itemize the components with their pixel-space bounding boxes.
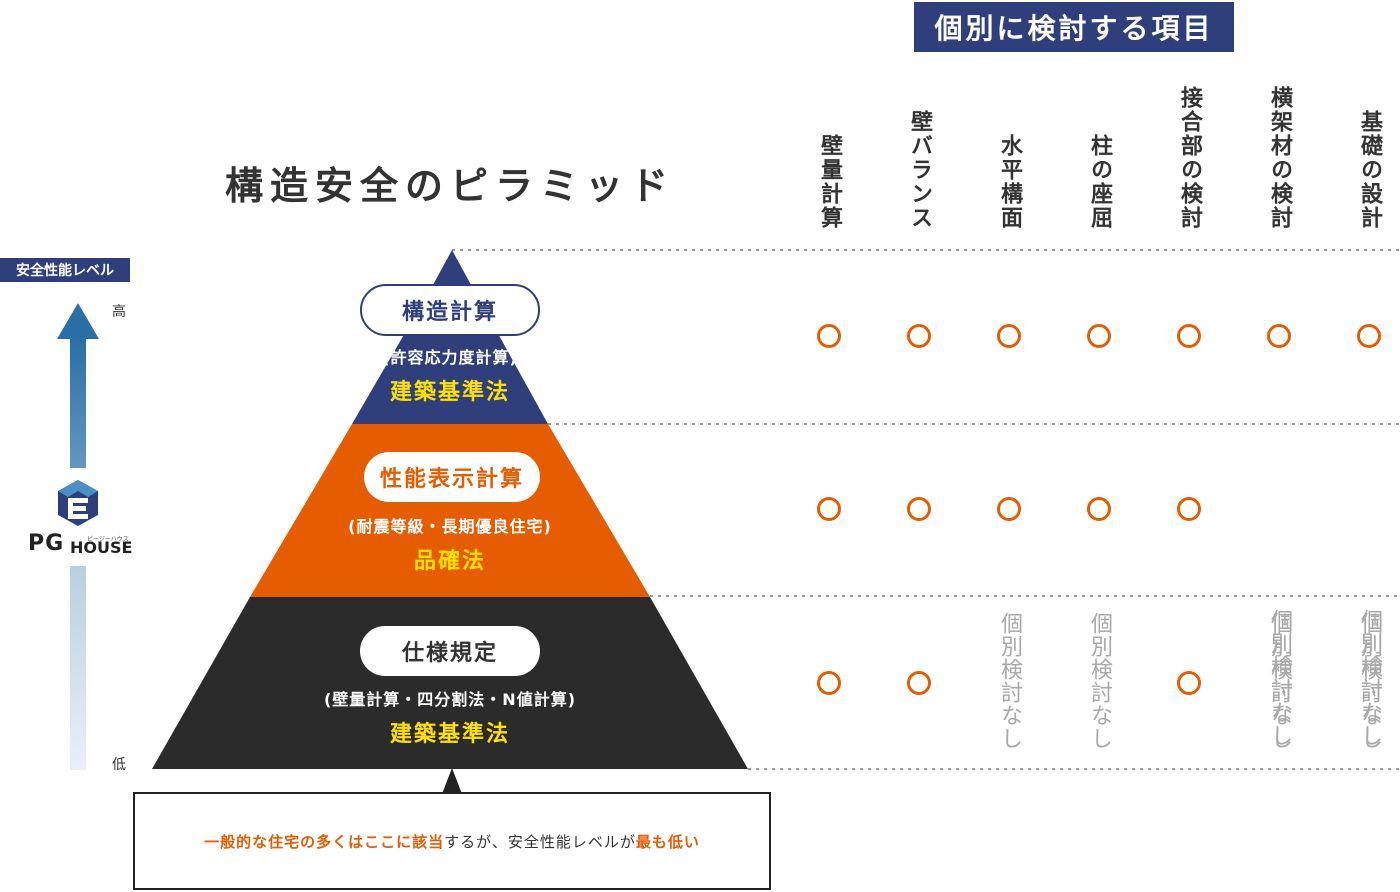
axis-low-label: 低 [112,757,126,773]
logo-mark-icon [58,480,98,526]
pyramid-apex-icon [434,250,470,283]
pg-house-logo: PG ピージーハウス HOUSE [28,478,132,560]
no-review-label: 個別検討なし [1357,612,1382,750]
tier-specification [152,597,748,769]
arrow-up-icon [57,303,99,339]
no-review-label: 個別検討なし [1267,609,1292,747]
column-header: 壁バランス [907,110,932,230]
no-review-label: 個別検討なし [1267,612,1292,750]
tier-performance-calc [250,424,650,597]
note-text: するが、安全性能レベルが [444,832,636,851]
tier-structural-calc [352,283,548,424]
column-header: 横架材の検討 [1267,86,1292,230]
tier-sub-performance: (耐震等級・長期優良住宅) [348,517,552,536]
note-box: 一般的な住宅の多くはここに該当 するが、安全性能レベルが 最も低い [133,792,771,890]
check-circle-icon [1087,324,1111,348]
axis-high-label: 高 [112,304,126,320]
check-circle-icon [1267,324,1291,348]
pyramid [152,250,748,769]
check-circle-icon [1177,671,1201,695]
logo-kana-text: ピージーハウス [87,536,129,543]
safety-level-label: 安全性能レベル [0,258,130,282]
tier-law-specification: 建築基準法 [389,722,510,747]
tier-law-performance: 品確法 [413,549,486,574]
column-header: 基礎の設計 [1357,110,1382,230]
tier-name-specification: 仕様規定 [360,626,540,676]
no-review-label: 個別検討なし [1357,609,1382,747]
check-circle-icon [907,324,931,348]
pyramid-title: 構造安全のピラミッド [224,164,675,208]
note-text-highlight: 一般的な住宅の多くはここに該当 [204,832,445,851]
check-circle-icon [1177,324,1201,348]
column-header: 壁量計算 [817,134,842,230]
note-pointer-icon [442,768,462,794]
check-circle-icon [817,497,841,521]
logo-pg-text: PG [28,531,65,556]
check-circle-icon [907,497,931,521]
no-review-label: 個別検討なし [1087,612,1112,750]
check-circle-icon [1087,497,1111,521]
arrow-shaft-upper [70,338,86,468]
column-header: 柱の座屈 [1087,134,1112,230]
check-circle-icon [817,324,841,348]
no-review-label: 個別検討なし [997,612,1022,750]
arrow-shaft-lower [70,566,86,770]
note-text-highlight: 最も低い [635,832,700,851]
column-header: 接合部の検討 [1177,86,1202,230]
tier-name-performance: 性能表示計算 [364,452,540,502]
column-header: 水平構面 [997,134,1022,230]
logo-house-text: HOUSE [70,538,133,557]
tier-law-structural: 建築基準法 [389,380,510,405]
check-circle-icon [1357,324,1381,348]
check-circle-icon [997,324,1021,348]
check-circle-icon [1177,497,1201,521]
check-circle-icon [817,671,841,695]
tier-name-structural: 構造計算 [360,284,540,336]
check-circle-icon [907,671,931,695]
check-circle-icon [997,497,1021,521]
tier-sub-specification: (壁量計算・四分割法・N値計算) [323,690,577,709]
tier-sub-structural: (許容応力度計算) [382,348,518,367]
items-header: 個別に検討する項目 [914,2,1234,52]
